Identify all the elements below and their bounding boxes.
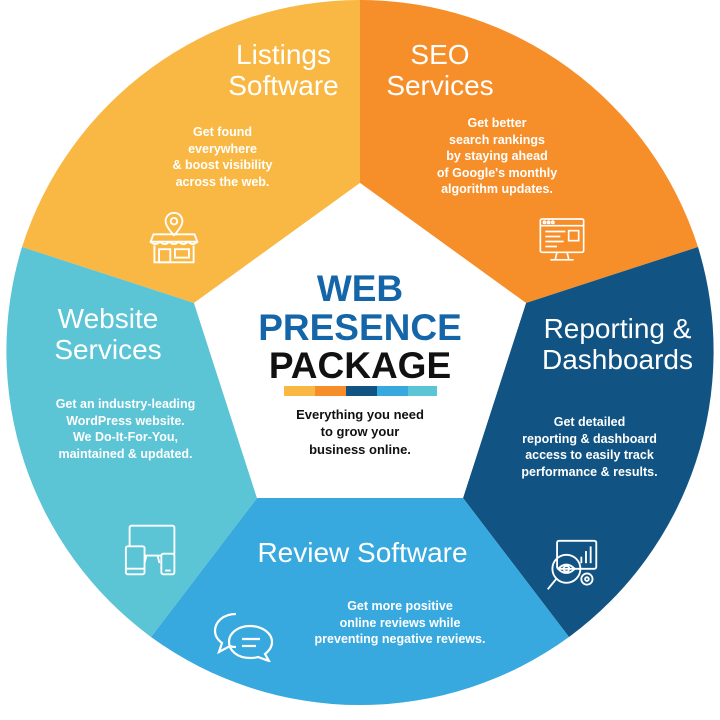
listings-title: Listings Software [228,39,339,101]
storefront-pin-icon [149,211,199,264]
review-description: Get more positive online reviews while p… [314,599,486,646]
listings-description: Get found everywhere & boost visibility … [172,125,273,189]
color-swatch-navy [346,386,377,396]
segment-seo [360,0,698,303]
center-title-package: PACKAGE [268,345,452,386]
color-swatch-teal [408,386,437,396]
center-tagline: Everything you need to grow your busines… [296,407,424,457]
seo-title: SEO Services [386,39,494,101]
website-title: Website Services [54,303,162,365]
seo-description: Get better search rankings by staying ah… [436,116,558,196]
website-description: Get an industry-leading WordPress websit… [55,397,196,461]
color-swatch-orange [284,386,315,396]
segment-listings [22,0,360,303]
segment-website [6,247,258,637]
color-swatch-dark-orange [315,386,346,396]
responsive-devices-icon [124,524,176,576]
web-browser-code-icon [539,218,585,261]
center-title-web: WEB [316,268,404,309]
analytics-magnifier-icon [547,539,598,590]
center-title-presence: PRESENCE [258,307,462,348]
speech-bubbles-icon [213,612,274,662]
review-title: Review Software [257,537,468,568]
segment-reporting [463,247,714,637]
segment-review [151,498,569,706]
center-pentagon [194,183,526,498]
color-swatch-blue [377,386,408,396]
reporting-title: Reporting & Dashboards [542,313,693,375]
reporting-description: Get detailed reporting & dashboard acces… [521,415,658,479]
